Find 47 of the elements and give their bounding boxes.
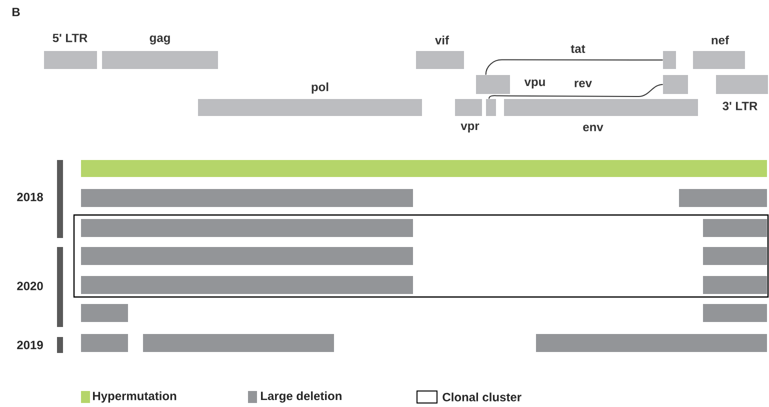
deletion-bar (81, 276, 413, 294)
panel-letter: B (12, 8, 20, 16)
node-label: vif (435, 36, 450, 44)
year-label: 2019 (17, 340, 43, 350)
legend-text: Large deletion (261, 391, 342, 403)
deletion-bar (143, 334, 334, 352)
node-label: 3' LTR (722, 102, 758, 110)
node-label: gag (150, 35, 170, 44)
exon-box (663, 75, 688, 94)
node-label: env (583, 124, 604, 132)
gene-box: env (504, 99, 698, 132)
deletion-bar (679, 189, 767, 207)
node-label: vpr (460, 124, 480, 132)
node-label: nef (712, 36, 730, 44)
gene-box: gag (102, 36, 218, 69)
gene-box: nef (693, 36, 745, 69)
node-label: pol (312, 82, 328, 94)
deletion-bar (703, 219, 767, 237)
deletion-bar (703, 276, 767, 294)
legend-text: Clonal cluster (442, 392, 522, 402)
node-label: vpu (524, 80, 545, 88)
deletion-bar (81, 189, 413, 207)
gene-box: 5' LTR (44, 34, 98, 69)
deletion-bar (703, 246, 767, 265)
gene-box: vpu (476, 75, 545, 94)
legend-text: Hypermutation (93, 391, 176, 403)
gene-box: vpr (455, 99, 482, 132)
deletion-bar (81, 334, 128, 352)
edge-label: rev (574, 80, 592, 88)
deletion-bar (81, 246, 413, 265)
hypermutation-bar (81, 160, 767, 177)
edge-label: tat (570, 45, 586, 53)
splice-line (485, 59, 664, 76)
deletion-bar (536, 334, 767, 352)
deletion-bar (703, 304, 767, 322)
node-label: 5' LTR (52, 34, 88, 42)
deletion-bar (81, 304, 128, 322)
cluster-box (73, 214, 769, 298)
exon-box (663, 51, 676, 69)
gene-box: 3' LTR (716, 75, 768, 110)
gene-box: vif (416, 36, 464, 69)
year-label: 2018 (17, 192, 43, 202)
exon-box (486, 99, 496, 116)
deletion-bar (81, 219, 413, 237)
year-label: 2020 (17, 282, 43, 290)
gene-box: pol (198, 82, 422, 116)
splice-line (488, 84, 664, 100)
